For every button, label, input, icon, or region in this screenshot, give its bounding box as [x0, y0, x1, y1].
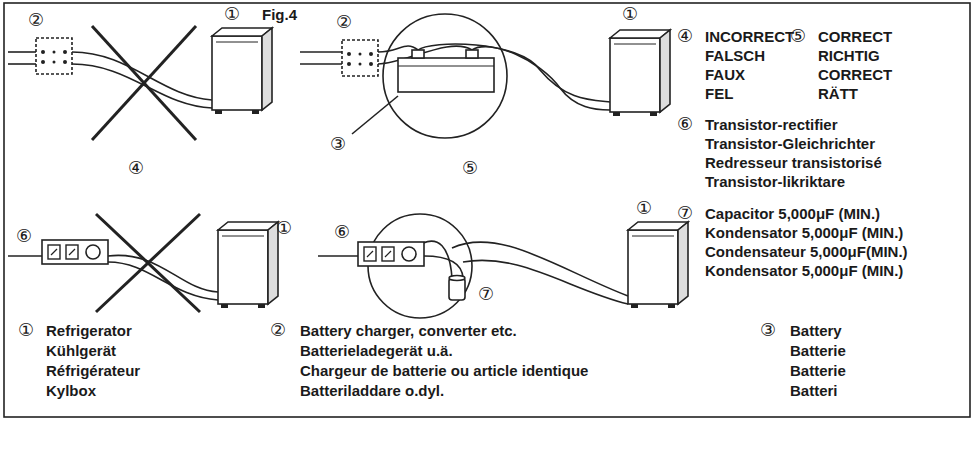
legend-text: Batterie — [790, 343, 846, 360]
callout-number: ⑥ — [677, 114, 693, 134]
cross-mark — [96, 214, 200, 312]
callout-number: ② — [336, 12, 352, 32]
legend-text: Batteriladdare o.dyl. — [300, 383, 444, 400]
callout-number: ③ — [760, 320, 776, 340]
legend-text: FALSCH — [705, 48, 765, 65]
legend-text: Réfrigérateur — [46, 363, 140, 380]
legend-text: Transistor-likriktare — [705, 174, 845, 191]
legend-text: Kondensator 5,000μF (MIN.) — [705, 263, 903, 280]
battery — [398, 50, 494, 92]
correct-rectifier-hookup — [318, 241, 628, 304]
legend-text: Capacitor 5,000μF (MIN.) — [705, 206, 880, 223]
callout-number: ⑦ — [677, 203, 693, 223]
legend-text: CORRECT — [818, 29, 892, 46]
callout-number: ⑤ — [462, 158, 478, 178]
legend-text: Batterieladegerät u.ä. — [300, 343, 453, 360]
legend-text: Refrigerator — [46, 323, 132, 340]
callout-number: ② — [270, 320, 286, 340]
legend-text: RICHTIG — [818, 48, 880, 65]
capacitor — [449, 276, 465, 301]
legend-text: Kylbox — [46, 383, 96, 400]
callout-number: ① — [276, 218, 292, 238]
callout-number: ⑥ — [16, 226, 32, 246]
callout-number: ③ — [330, 134, 346, 154]
legend-text: Chargeur de batterie ou article identiqu… — [300, 363, 588, 380]
callout-number: ⑦ — [478, 284, 494, 304]
callout-number: ① — [224, 4, 240, 24]
legend-text: Batterie — [790, 363, 846, 380]
incorrect-rectifier-hookup — [8, 255, 218, 300]
legend-text: Battery charger, converter etc. — [300, 323, 517, 340]
legend-text: Transistor-rectifier — [705, 117, 838, 134]
legend-text: RÄTT — [818, 86, 858, 103]
callout-number: ① — [622, 4, 638, 24]
callout-number: ④ — [128, 158, 144, 178]
legend-text: Redresseur transistorisé — [705, 155, 882, 172]
callout-number: ④ — [677, 26, 693, 46]
legend-text: Batteri — [790, 383, 838, 400]
callout-number: ① — [636, 198, 652, 218]
callout-number: ⑤ — [790, 26, 806, 46]
callout-number: ⑥ — [334, 222, 350, 242]
legend-text: FAUX — [705, 67, 745, 84]
legend-text: INCORRECT — [705, 29, 794, 46]
legend-text: Transistor-Gleichrichter — [705, 136, 875, 153]
legend-text: Condensateur 5,000μF(MIN.) — [705, 244, 908, 261]
legend-text: Kondensator 5,000μF (MIN.) — [705, 225, 903, 242]
cross-mark — [92, 26, 196, 140]
highlight-circle — [383, 14, 507, 138]
legend-text: Kühlgerät — [46, 343, 116, 360]
legend-text: CORRECT — [818, 67, 892, 84]
callout-number: ② — [28, 10, 44, 30]
legend-text: Battery — [790, 323, 842, 340]
legend-text: FEL — [705, 86, 733, 103]
callout-number: ① — [18, 320, 34, 340]
figure-number: Fig.4 — [262, 7, 297, 24]
